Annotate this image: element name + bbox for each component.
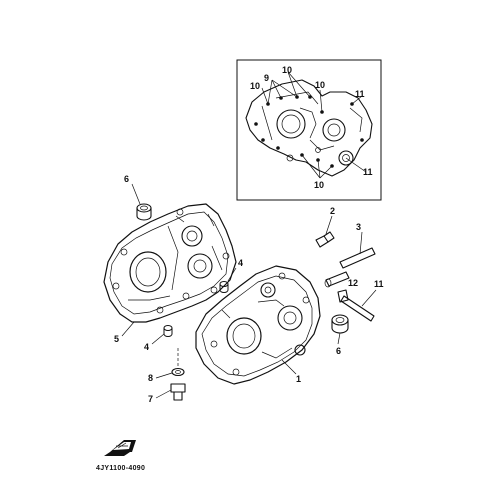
crankcase-right-half <box>195 265 321 385</box>
callout-8: 8 <box>148 373 153 383</box>
part-4-dowel-lower <box>151 325 173 345</box>
callout-12: 12 <box>348 278 358 288</box>
leader-part-5 <box>121 321 135 337</box>
callout-4-upper: 4 <box>238 258 243 268</box>
leader-part-1 <box>281 359 297 375</box>
callout-4-lower: 4 <box>144 342 149 352</box>
callout-10-inset-left: 10 <box>250 81 260 91</box>
drawing-code: 4JY1100-4090 <box>96 465 145 472</box>
part-3-rod <box>339 231 376 269</box>
part-4-dowel-upper <box>219 267 237 293</box>
part-2-fitting <box>315 215 335 248</box>
callout-2: 2 <box>330 206 335 216</box>
part-6-seal-left <box>131 183 152 221</box>
callout-11-main: 11 <box>374 279 384 289</box>
callout-9-inset: 9 <box>264 73 269 83</box>
callout-3: 3 <box>356 222 361 232</box>
part-7-drain-bolt <box>155 383 186 401</box>
callout-10-inset-mid: 10 <box>315 80 325 90</box>
crankcase-left-half <box>103 203 237 323</box>
callout-11-inset-bottom: 11 <box>363 167 373 177</box>
callout-10-inset-bottom: 10 <box>314 180 324 190</box>
callout-1: 1 <box>296 374 301 384</box>
inset-detail: 10 9 10 10 11 11 10 <box>236 59 382 201</box>
engine-pictogram-icon <box>104 440 136 456</box>
part-8-washer <box>155 367 185 379</box>
inset-frame <box>236 59 382 201</box>
part-11-bolt <box>337 289 377 322</box>
inset-leaders <box>261 71 367 179</box>
part-12-pin <box>324 271 350 288</box>
part-6-seal-right <box>331 314 349 345</box>
callout-6-right: 6 <box>336 346 341 356</box>
inset-crankcase-drawing <box>245 79 373 177</box>
callout-6-left: 6 <box>124 174 129 184</box>
callout-10-inset-top: 10 <box>282 65 292 75</box>
callout-11-inset-top: 11 <box>355 89 365 99</box>
callout-7: 7 <box>148 394 153 404</box>
callout-5: 5 <box>114 334 119 344</box>
